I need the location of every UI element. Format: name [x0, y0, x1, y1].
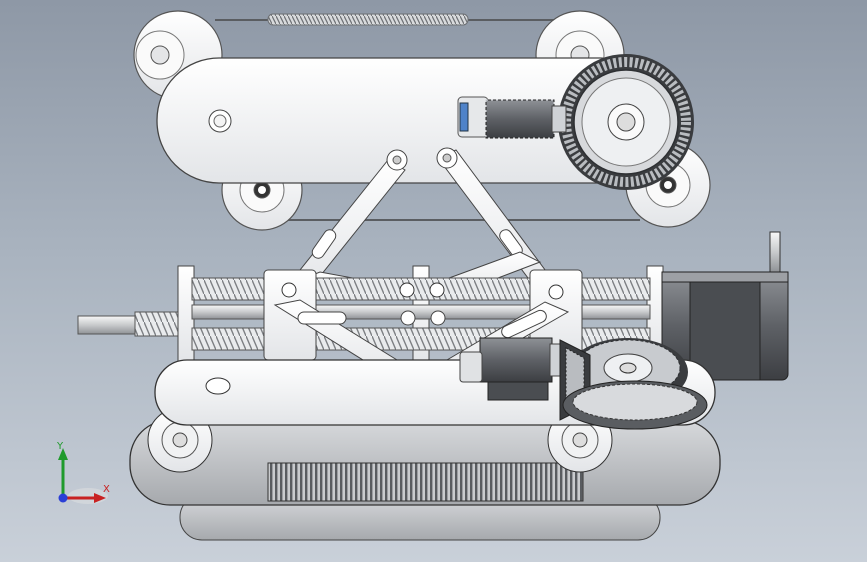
lower-pulley-left	[147, 407, 213, 473]
lower-drive-motor[interactable]	[459, 337, 565, 401]
lower-bevel-gear-base	[562, 380, 708, 430]
z-axis-dot	[58, 493, 68, 503]
track-teeth	[267, 462, 584, 502]
coordinate-triad: Y X	[48, 438, 118, 510]
triad-plane	[68, 488, 108, 504]
upper-bevel-gear[interactable]	[558, 54, 694, 190]
lower-plate-boss	[205, 377, 231, 395]
upper-track-module[interactable]	[133, 10, 711, 231]
x-axis-label: X	[103, 484, 110, 495]
upper-drive-motor[interactable]	[457, 96, 567, 139]
y-axis-label: Y	[57, 441, 64, 452]
stepper-motor[interactable]	[661, 231, 789, 381]
upper-tension-spring	[267, 13, 469, 26]
pivot-pins	[281, 282, 564, 300]
lower-track-module[interactable]	[129, 337, 721, 541]
